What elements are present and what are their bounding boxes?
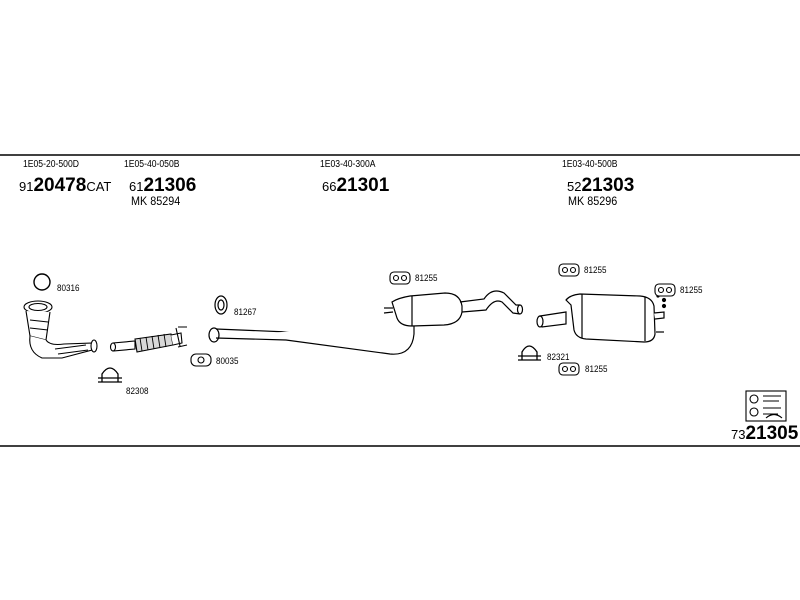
callout-80316: 80316 xyxy=(57,283,80,294)
hanger-81255-d xyxy=(558,362,580,376)
kit-part-number: 7321305 xyxy=(731,423,799,444)
callout-81255-a: 81255 xyxy=(415,273,438,284)
hanger-81255-a xyxy=(389,271,411,285)
group-2-code: 1E05-40-050B xyxy=(124,159,180,170)
rear-muffler xyxy=(536,293,667,343)
group-1-code: 1E05-20-500D xyxy=(23,159,79,170)
group-4-mk: MK 85296 xyxy=(568,194,618,208)
callout-82321: 82321 xyxy=(547,352,570,363)
ring-81267 xyxy=(214,295,228,315)
hanger-81255-c xyxy=(654,283,676,297)
group-3-code: 1E03-40-300A xyxy=(320,159,376,170)
group-2-part-number: 6121306 xyxy=(129,175,197,196)
gasket-80035 xyxy=(190,353,212,367)
o-ring-80316 xyxy=(33,273,51,291)
catalytic-front-pipe xyxy=(23,300,98,359)
group-1-part-number: 9120478CAT xyxy=(19,175,112,196)
clamp-82321 xyxy=(518,345,541,361)
group-4-code: 1E03-40-500B xyxy=(562,159,618,170)
group-4-part-number: 5221303 xyxy=(567,175,635,196)
clamp-82308 xyxy=(98,367,122,383)
middle-pipe-and-muffler xyxy=(208,290,524,355)
callout-81255-d: 81255 xyxy=(585,364,608,375)
flex-pipe xyxy=(109,326,188,353)
callout-81255-c: 81255 xyxy=(680,285,703,296)
callout-82308: 82308 xyxy=(126,386,149,397)
callout-81267: 81267 xyxy=(234,307,257,318)
hanger-81255-b xyxy=(558,263,580,277)
group-3-part-number: 6621301 xyxy=(322,175,390,196)
callout-81255-b: 81255 xyxy=(584,265,607,276)
kit-icon xyxy=(745,390,787,422)
callout-80035: 80035 xyxy=(216,356,239,367)
group-2-mk: MK 85294 xyxy=(131,194,181,208)
